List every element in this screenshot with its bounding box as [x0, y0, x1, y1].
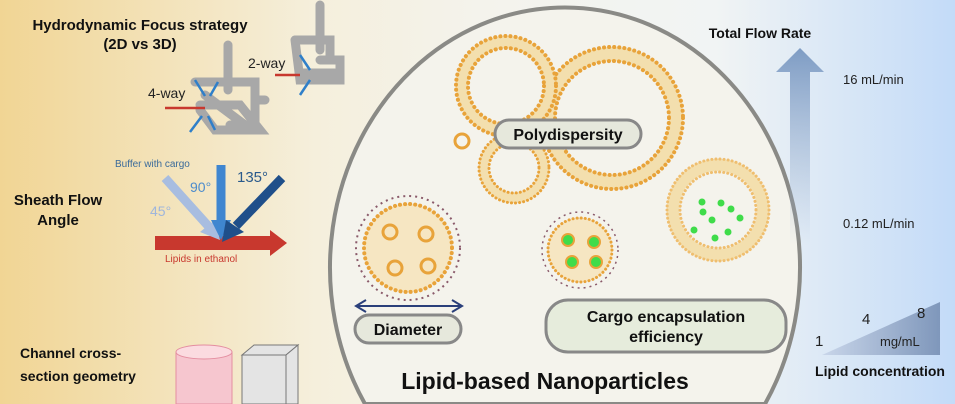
diameter-label: Diameter — [374, 322, 442, 339]
buffer-label: Buffer with cargo — [115, 159, 190, 170]
polydisperse-liposomes — [453, 34, 685, 205]
lipid-flow-arrow — [155, 230, 287, 256]
cargo-efficiency-label-box: Cargo encapsulation efficiency — [544, 298, 788, 354]
lipid-nanoparticle-diameter — [355, 195, 461, 301]
4-way-inflow-arrows — [189, 79, 220, 133]
cargo-label-line2: efficiency — [629, 329, 703, 346]
sheath-title: Sheath Flow — [14, 192, 103, 209]
flow-rate-low: 0.12 mL/min — [843, 216, 915, 231]
diameter-label-box: Diameter — [353, 313, 463, 345]
2-way-inflow-arrows — [298, 54, 312, 96]
flow-rate-title: Total Flow Rate — [709, 25, 812, 41]
conc-unit: mg/mL — [880, 334, 920, 349]
polydispersity-label-box: Polydispersity — [493, 118, 643, 150]
hydro-title: Hydrodynamic Focus strategy — [32, 17, 248, 34]
label-4-way: 4-way — [148, 85, 185, 101]
buffer-inflow-arrows — [161, 165, 286, 242]
angle-135: 135° — [237, 169, 268, 186]
cargo-label-line1: Cargo encapsulation — [587, 309, 745, 326]
conc-4: 4 — [862, 311, 870, 328]
4-way-channel-icon — [190, 40, 270, 135]
cargo-liposome — [665, 157, 771, 263]
angle-45: 45° — [150, 203, 171, 219]
concentration-wedge — [822, 302, 940, 355]
center-title: Lipid-based Nanoparticles — [401, 368, 689, 394]
flow-rate-high: 16 mL/min — [843, 72, 904, 87]
lipids-label: Lipids in ethanol — [165, 254, 237, 265]
flow-rate-arrow — [776, 48, 824, 245]
hydro-subtitle: (2D vs 3D) — [103, 36, 176, 53]
sheath-subtitle: Angle — [37, 212, 79, 229]
rectangular-channel-icon — [240, 343, 300, 404]
channel-title: Channel cross- — [20, 345, 121, 361]
cargo-nanoparticle — [541, 211, 619, 289]
conc-title: Lipid concentration — [815, 363, 945, 379]
polydispersity-label: Polydispersity — [513, 127, 622, 144]
label-2-way: 2-way — [248, 55, 285, 71]
cylindrical-channel-icon — [175, 344, 233, 404]
conc-1: 1 — [815, 333, 823, 350]
angle-90: 90° — [190, 179, 211, 195]
diameter-arrow — [354, 299, 464, 313]
2-way-channel-icon — [290, 0, 345, 85]
conc-8: 8 — [917, 305, 925, 322]
channel-subtitle: section geometry — [20, 368, 136, 384]
